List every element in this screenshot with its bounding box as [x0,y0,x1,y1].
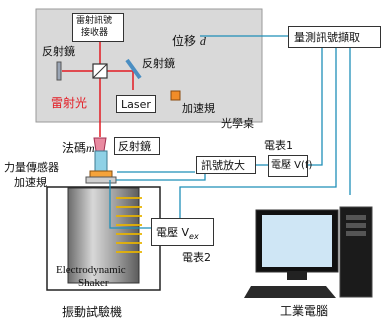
monitor-screen [262,215,332,267]
accelerometer-label: 加速規 [14,176,47,189]
meter2-label: 電表2 [182,251,211,264]
mirror-left-shape [56,61,62,81]
mass-text: 法碼 [62,141,87,155]
mirror-right-label: 反射鏡 [142,57,175,70]
measurement-capture-label: 量測訊號擷取 [294,31,360,44]
optical-table-label: 光學桌 [221,117,254,130]
pc-tower [339,206,373,298]
laser-box: Laser [116,95,156,113]
signal-wires [109,35,351,231]
mirror-left-label: 反射鏡 [42,45,75,58]
displacement-label: 位移 d [172,35,206,47]
shaker-text-2: Shaker [78,277,109,289]
mass-var: m [86,141,95,155]
laser-label: Laser [121,98,151,111]
displacement-var: d [199,34,206,48]
mirror-bottom-box: 反射鏡 [114,137,160,155]
shaker-cylinder [67,187,140,284]
mass-label: 法碼m [62,142,95,154]
voltage-f-label: 電壓 V(f) [271,160,313,171]
amplifier-box: 訊號放大 [196,156,256,174]
table-accelerometer-shape [170,90,181,101]
voltage-ex-sub: ex [189,232,199,242]
amplifier-label: 訊號放大 [201,159,245,172]
displacement-text: 位移 [172,34,197,48]
mirror-right-shape [125,58,142,80]
voltage-ex-prefix: 電壓 V [156,226,190,239]
laser-signal-receiver: 雷射訊號 接收器 [72,13,124,42]
mass-block [94,150,108,172]
measurement-capture-box: 量測訊號擷取 [288,26,381,48]
keyboard [244,286,336,298]
shaker-coils [116,197,142,253]
table-accelerometer-label: 加速規 [182,102,215,115]
receiver-line-1: 雷射訊號 [76,16,113,26]
reflector-cone [93,137,107,152]
voltage-f-box: 電壓 V(f) [268,155,312,177]
computer-caption: 工業電腦 [280,304,329,318]
voltage-ex-box: 電壓 Vex [151,218,214,246]
receiver-line-2: 接收器 [81,28,109,38]
force-sensor-label: 力量傳感器 [4,161,59,174]
shaker-caption: 振動試驗機 [62,305,123,319]
meter1-label: 電表1 [264,139,293,152]
shaker-text-1: Electrodynamic [56,264,126,276]
force-sensor-shape [89,170,113,178]
laser-light-label: 雷射光 [51,96,88,110]
accelerometer-plate [85,176,117,184]
mirror-bottom-label: 反射鏡 [118,140,151,153]
voltage-ex-label: 電壓 Vex [156,227,199,241]
